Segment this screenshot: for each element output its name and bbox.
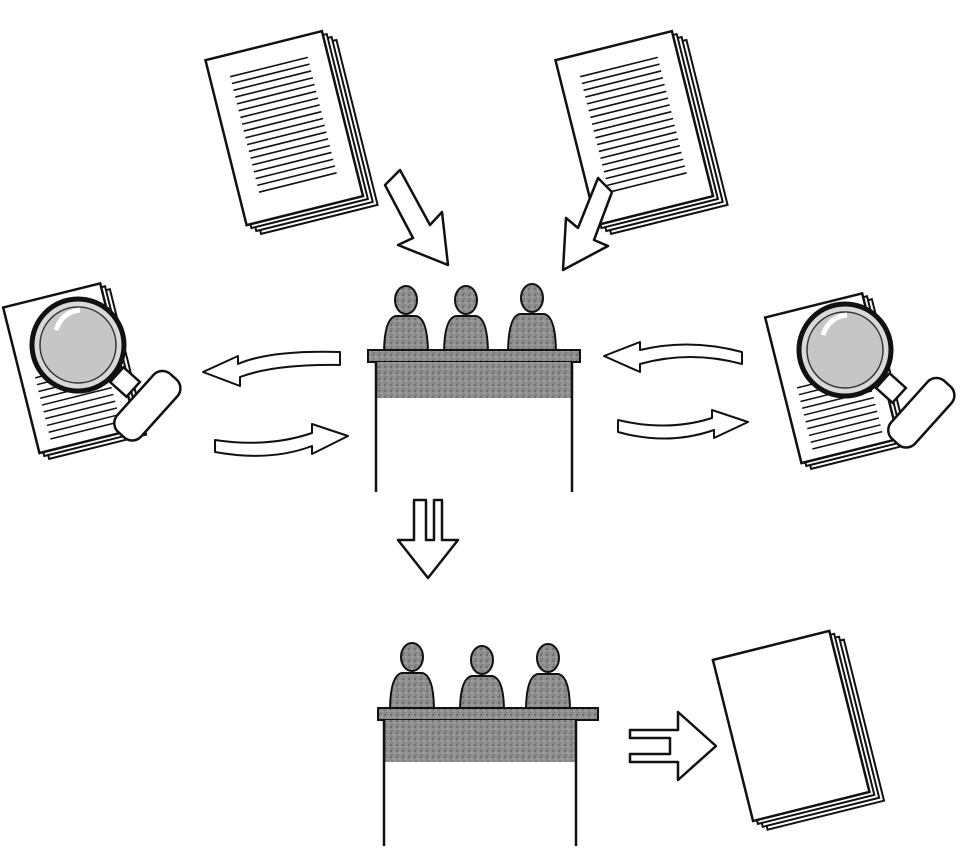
person-icon: [442, 285, 490, 356]
blank-document-stack-icon: [711, 629, 886, 831]
curved-arrow-to-right-reviewer: [617, 409, 749, 440]
panel-of-people-upper: [367, 283, 581, 492]
arrow-down-left: [561, 176, 614, 272]
table-front-shade: [376, 362, 572, 398]
curved-arrow-from-right-reviewer: [603, 341, 743, 373]
magnifier-glass: [29, 296, 182, 442]
curved-arrow-from-left-reviewer: [214, 423, 349, 457]
table-top: [377, 707, 599, 721]
document-stack-icon: [553, 29, 729, 236]
panel-of-people-lower: [377, 642, 599, 846]
person-icon: [458, 645, 506, 713]
arrow-down: [396, 498, 460, 580]
person-icon: [506, 283, 558, 356]
magnifier-glass: [796, 301, 956, 449]
arrow-down-right: [383, 168, 450, 267]
table-top: [367, 349, 581, 363]
table-front-shade: [384, 720, 576, 762]
person-icon: [382, 285, 430, 356]
person-icon: [524, 643, 572, 713]
person-icon: [388, 642, 436, 713]
document-stack-icon: [203, 29, 379, 236]
arrow-right: [628, 710, 718, 782]
curved-arrow-to-left-reviewer: [202, 350, 341, 387]
